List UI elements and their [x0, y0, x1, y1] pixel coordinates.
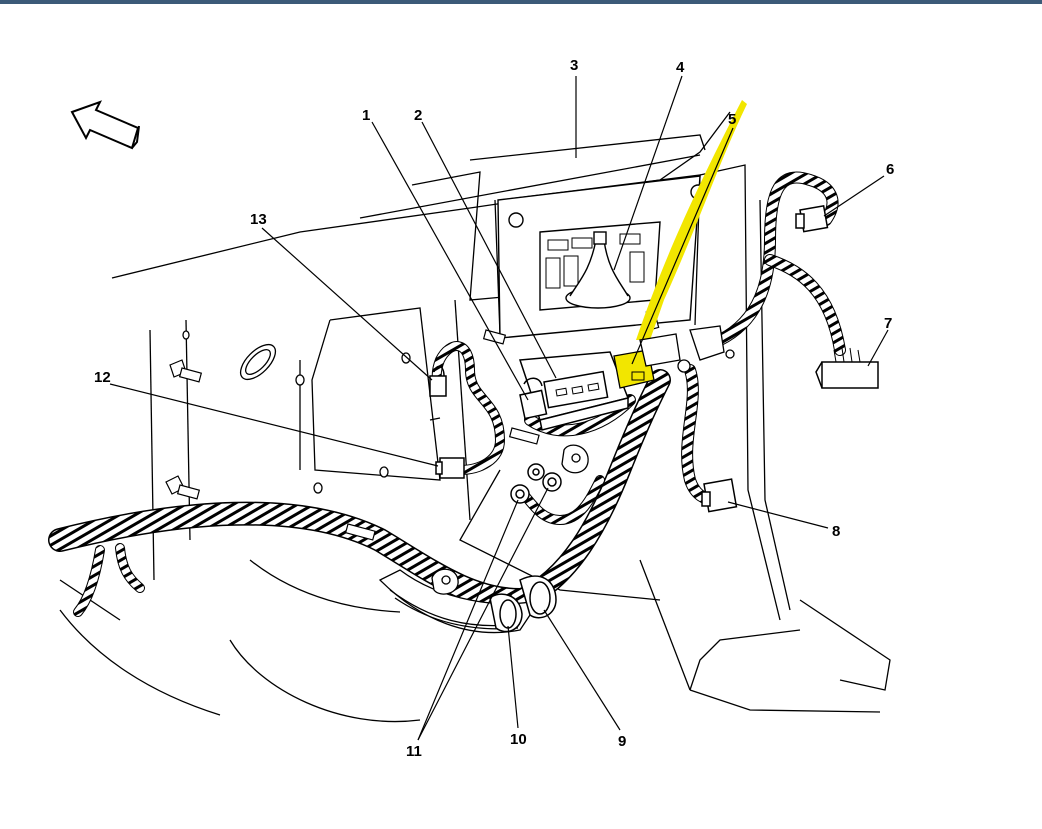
leader-lines	[109, 75, 889, 741]
control-module	[518, 351, 630, 431]
connector-8	[701, 478, 738, 513]
harness-clip-10	[489, 593, 523, 633]
direction-arrow-icon	[70, 100, 140, 150]
callout-6: 6	[886, 161, 894, 178]
callout-10: 10	[510, 731, 527, 748]
connector-7	[815, 347, 879, 389]
callout-5: 5	[728, 111, 736, 128]
grommet-stud	[565, 231, 631, 309]
callout-2: 2	[414, 107, 422, 124]
connector-6	[795, 204, 829, 233]
connector-13	[429, 365, 447, 397]
callout-12: 12	[94, 369, 111, 386]
harness-clip-9	[519, 575, 557, 619]
harness-bracket-right	[677, 325, 735, 373]
stud-upper-left	[169, 359, 203, 383]
ground-eyelets	[510, 463, 562, 504]
window-top-border	[0, 0, 1042, 4]
wiring-harness	[48, 171, 846, 617]
callout-13: 13	[250, 211, 267, 228]
callout-7: 7	[884, 315, 892, 332]
connector-12	[435, 457, 465, 479]
stud-upper	[482, 329, 507, 345]
callout-1: 1	[362, 107, 370, 124]
stud-lower-left	[165, 475, 201, 500]
callout-8: 8	[832, 523, 840, 540]
stud-lower	[344, 523, 376, 541]
callout-11: 11	[406, 743, 422, 760]
stud-center	[508, 427, 540, 445]
callout-9: 9	[618, 733, 626, 750]
mounting-tabs	[429, 417, 589, 595]
callout-4: 4	[676, 59, 685, 76]
callout-labels: 1 2 3 4 5 6 7 8 9 10 11 12 13	[94, 57, 894, 760]
panel-holes	[182, 330, 411, 494]
callout-3: 3	[570, 57, 578, 74]
